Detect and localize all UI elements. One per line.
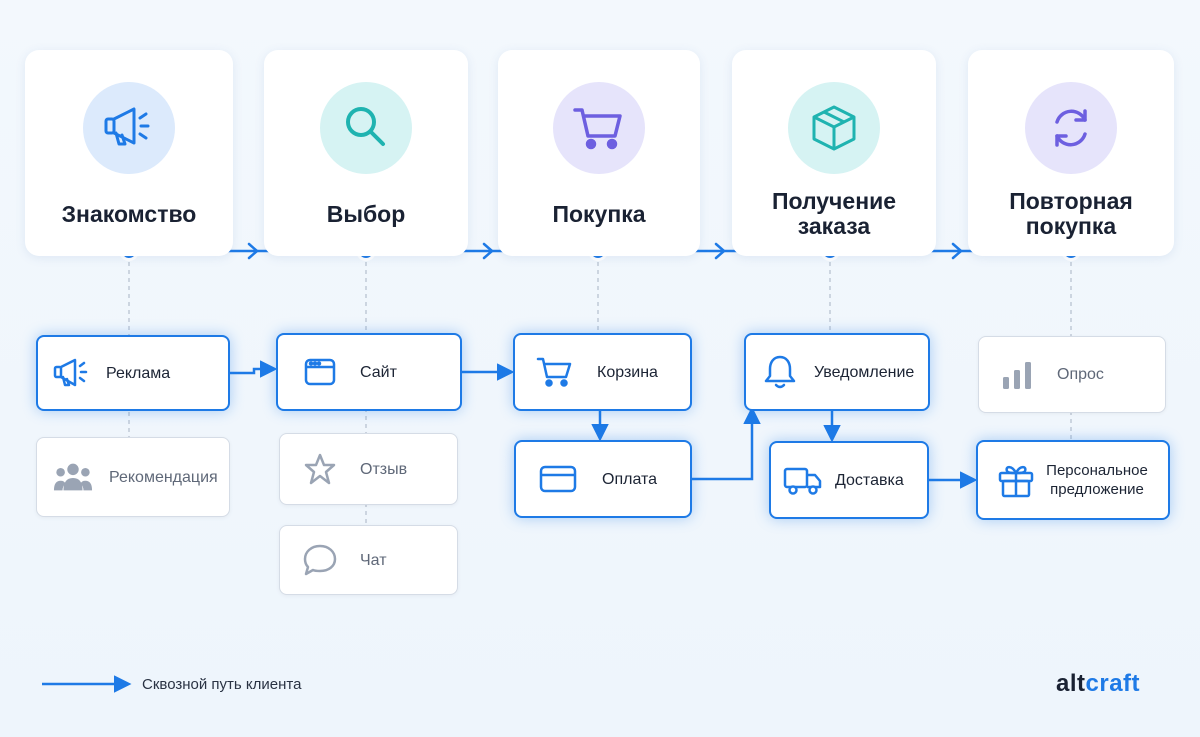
star-icon xyxy=(300,449,340,489)
bell-icon xyxy=(760,352,800,392)
node-label: Доставка xyxy=(835,471,904,489)
stage-title: Покупка xyxy=(552,200,646,227)
box-icon xyxy=(788,82,880,174)
node-label: Опрос xyxy=(1057,366,1104,383)
credit-card-icon xyxy=(538,459,578,499)
node-label: Чат xyxy=(360,551,387,569)
node-oplata[interactable]: Оплата xyxy=(514,440,692,518)
node-rekomendaciya[interactable]: Рекомендация xyxy=(36,437,230,517)
search-icon xyxy=(320,82,412,174)
stage-title: Повторная покупка xyxy=(1009,188,1133,239)
node-label: Уведомление xyxy=(814,363,915,381)
node-label: Реклама xyxy=(106,364,171,382)
stage-title: Знакомство xyxy=(61,200,197,227)
browser-icon xyxy=(300,352,340,392)
bar-chart-icon xyxy=(997,355,1037,395)
stage-title: Получение заказа xyxy=(771,188,897,239)
node-label: Сайт xyxy=(360,363,397,381)
node-label: Корзина xyxy=(597,363,658,381)
cart-icon xyxy=(535,352,575,392)
chat-bubble-icon xyxy=(300,540,340,580)
node-sait[interactable]: Сайт xyxy=(276,333,462,411)
node-label: Отзыв xyxy=(360,460,408,478)
node-label: Рекомендация xyxy=(109,468,218,486)
node-reklama[interactable]: Реклама xyxy=(36,335,230,411)
stage-card-povtornaya: Повторная покупка xyxy=(968,50,1174,256)
node-predlozhenie[interactable]: Персональное предложение xyxy=(976,440,1170,520)
stage-card-vybor: Выбор xyxy=(264,50,468,256)
node-uvedomlenie[interactable]: Уведомление xyxy=(744,333,930,411)
megaphone-icon xyxy=(83,82,175,174)
node-opros[interactable]: Опрос xyxy=(978,336,1166,413)
node-label: Оплата xyxy=(602,470,658,488)
node-dostavka[interactable]: Доставка xyxy=(769,441,929,519)
stage-title: Выбор xyxy=(326,200,406,227)
refresh-icon xyxy=(1025,82,1117,174)
altcraft-logo: altcraft xyxy=(1056,670,1141,697)
people-icon xyxy=(53,457,93,497)
node-label: Персональное предложение xyxy=(1046,462,1148,498)
node-korzina[interactable]: Корзина xyxy=(513,333,692,411)
megaphone-icon xyxy=(52,353,92,393)
legend-label: Сквозной путь клиента xyxy=(142,676,302,693)
stage-card-poluchenie: Получение заказа xyxy=(732,50,936,256)
timeline-chevrons xyxy=(247,242,963,260)
flow-arrows xyxy=(42,360,978,693)
node-otzyv[interactable]: Отзыв xyxy=(279,433,458,505)
stage-card-pokupka: Покупка xyxy=(498,50,700,256)
stage-card-znakomstvo: Знакомство xyxy=(25,50,233,256)
dashed-guides xyxy=(128,262,1072,525)
cart-icon xyxy=(553,82,645,174)
gift-icon xyxy=(996,460,1036,500)
node-chat[interactable]: Чат xyxy=(279,525,458,595)
truck-icon xyxy=(783,460,823,500)
